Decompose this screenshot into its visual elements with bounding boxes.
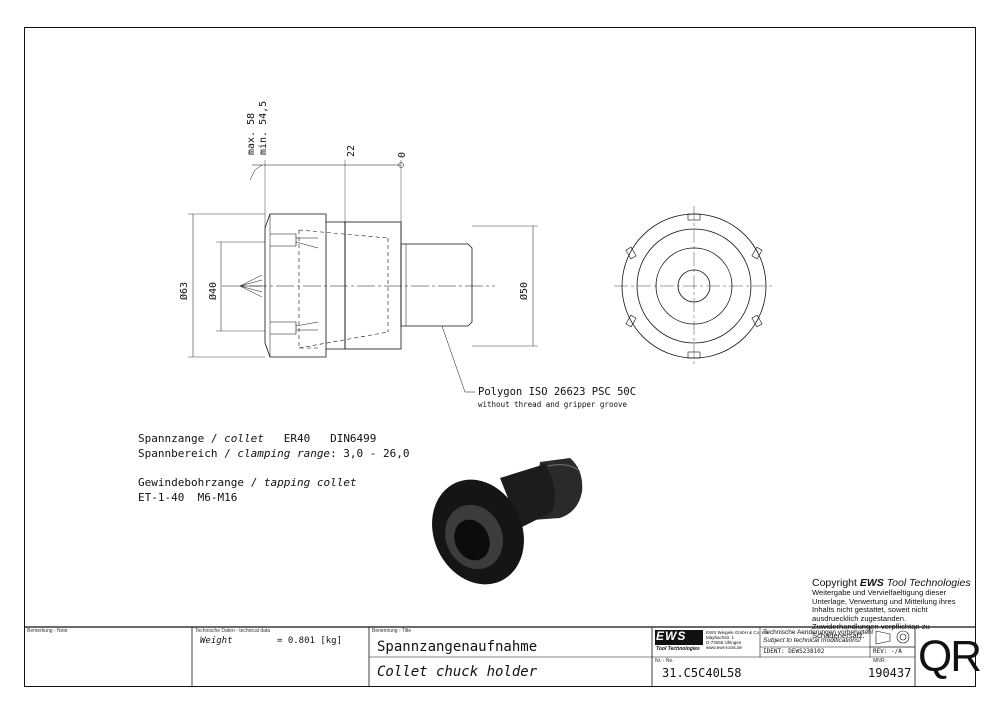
dim-22-label: 22 [346,145,357,157]
number-label: Nr. - No. [655,658,674,664]
title-label: Benennung - Title [372,628,412,634]
part-number: 31.C5C40L58 [662,666,742,680]
mnr-label: MNR: [873,658,886,664]
changes-german: Technische Aenderungen vorbehalten! [763,629,874,636]
copyright-notice: Copyright EWS Tool Technologies Weiterga… [812,577,971,640]
polygon-leader [441,325,475,393]
weight-value: = 0.801 [kg] [277,636,343,646]
qr-mark: QR [918,632,982,681]
spec-tap: Gewindebohrzange / tapping collet [138,476,357,489]
changes-english: Subject to technical modifications! [763,637,861,644]
title-german: Spannzangenaufnahme [377,639,538,655]
drawing-frame [24,27,976,687]
tech-data-label: Technische Daten - technical data [195,628,271,634]
note-label: Bemerkung - Note [27,628,68,634]
title-block [24,626,976,687]
polygon-label: Polygon ISO 26623 PSC 50C [478,386,636,398]
front-view [614,206,774,366]
ews-logo-box [655,630,703,645]
collet-nut-outline [264,213,327,358]
spec-collet: Spannzange / collet ER40 DIN6499 [138,432,377,445]
spec-tap-range: ET-1-40 M6-M16 [138,491,238,504]
dim-max-label: max. 58 [246,113,257,155]
ews-logo: EWS [656,629,687,643]
dim-0-label: 0 [397,152,408,158]
dia-63-label: Ø63 [178,282,190,300]
dia-40-label: Ø40 [207,282,219,300]
dim-min-label: min. 54,5 [258,101,269,155]
company-address: EWS Weigele GmbH & Co. KG Maybachstr. 1 … [706,630,769,650]
mnr-value: 190437 [868,666,912,680]
polygon-shank-outline [400,243,473,327]
title-english: Collet chuck holder [377,664,538,680]
holder-3d-render [432,458,583,585]
ews-logo-sub: Tool Technologies [656,646,700,652]
dia-50-label: Ø50 [518,282,530,300]
polygon-sublabel: without thread and gripper groove [478,400,627,409]
holder-body-outline [326,221,346,350]
rev-value: REV: -/A [873,648,902,655]
spec-range: Spannbereich / clamping range: 3,0 - 26,… [138,447,410,460]
weight-label: Weight [200,636,233,646]
ident-value: IDENT: DEWS238102 [763,648,825,655]
